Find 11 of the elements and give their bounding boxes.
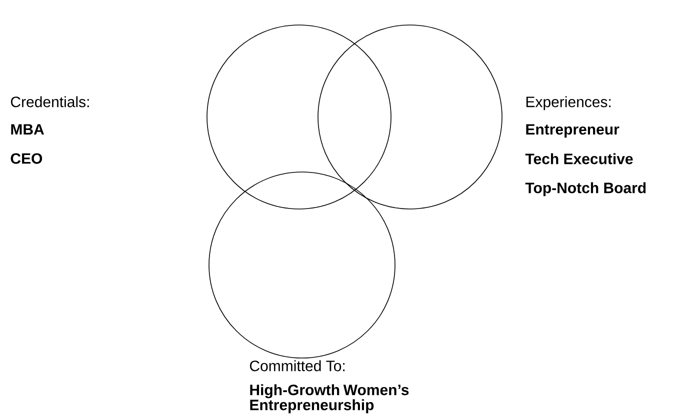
- circle-outline: [206, 24, 392, 210]
- label-text: CEO: [10, 153, 42, 164]
- label-text: Credentials:: [10, 96, 89, 108]
- label-text: Tech Executive: [525, 153, 633, 164]
- label-text: Top-Notch Board: [525, 182, 646, 196]
- circle-outline: [208, 172, 396, 358]
- label-text: Entrepreneur: [526, 124, 620, 138]
- label-text: High-Growth Women’s Entrepreneurship: [250, 384, 409, 414]
- label-text: Experiences:: [526, 96, 611, 110]
- circle-outline: [318, 24, 502, 210]
- label-text: MBA: [11, 124, 44, 135]
